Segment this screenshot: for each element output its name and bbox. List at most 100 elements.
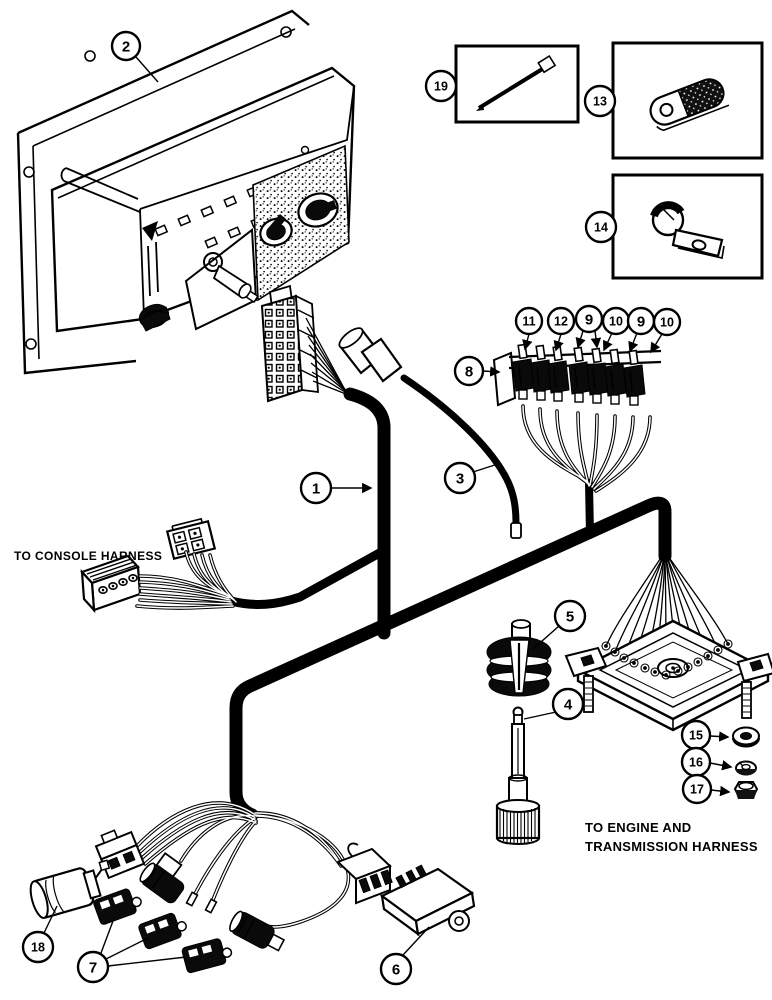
plate-studs: [583, 675, 752, 719]
main-harness: [226, 387, 672, 822]
box-14-clamp: [611, 173, 764, 280]
callout-19: 19: [424, 69, 458, 103]
console-harness-group: TO CONSOLE HARNESS: [14, 517, 238, 614]
tach-cable: [338, 327, 522, 539]
bottom-fan-wires: [135, 801, 351, 929]
callout-15: 15: [680, 719, 730, 751]
p-clamp: [650, 201, 725, 259]
callout-6-label: 6: [392, 962, 400, 979]
callout-10b-label: 10: [660, 316, 674, 330]
callout-8: 8: [453, 355, 501, 387]
fuse-connector-body-1: [93, 888, 142, 925]
bullet-terminal-1: [185, 891, 199, 907]
console-connector-4pin: [80, 554, 142, 614]
boxed-parts: [454, 41, 764, 280]
hardware-washer: [732, 726, 760, 748]
engine-harness-label-line2: TRANSMISSION HARNESS: [585, 839, 758, 854]
panel-bezel: [16, 9, 310, 375]
console-branch-cable: [226, 546, 388, 609]
callout-9a-label: 9: [585, 312, 593, 329]
lamp-strip: [492, 343, 662, 493]
callout-18-label: 18: [31, 941, 45, 955]
box-13-strap: [611, 41, 764, 160]
callout-16-label: 16: [689, 756, 703, 770]
callout-10a-label: 10: [609, 315, 623, 329]
callout-7: 7: [76, 920, 187, 984]
panel-stud-plate: [184, 228, 259, 331]
plate-terminals: [601, 639, 733, 680]
inline-connector-left: [139, 851, 185, 904]
callout-13: 13: [583, 84, 617, 118]
two-slot-connector: [94, 829, 146, 880]
console-harness-label: TO CONSOLE HARNESS: [14, 549, 162, 563]
panel-housing: [50, 66, 356, 333]
engine-plate-group: TO ENGINE AND TRANSMISSION HARNESS: [564, 555, 772, 854]
fuse-connector-body-2: [138, 912, 187, 950]
bullet-terminal-2: [204, 898, 218, 914]
callout-12: 12: [546, 306, 576, 352]
main-cable-vertical: [343, 387, 391, 640]
panel-connector: [260, 284, 352, 403]
relay-module: [379, 864, 476, 937]
callout-14-label: 14: [594, 221, 608, 235]
callout-5: 5: [532, 599, 587, 650]
hardware-lockwasher: [735, 760, 757, 776]
callout-4: 4: [523, 687, 585, 721]
callout-18: 18: [21, 905, 58, 964]
engine-harness-label-line1: TO ENGINE AND: [585, 820, 691, 835]
callout-9a: 9: [574, 304, 604, 349]
fuse-connector-body-3: [181, 938, 233, 974]
lamp-sockets: [512, 343, 646, 406]
instrument-panel: [16, 9, 356, 375]
capacitor: [29, 859, 111, 919]
callout-13-label: 13: [593, 95, 607, 109]
panel-arrow-mark: [142, 221, 158, 241]
callout-2-leader: [135, 56, 159, 83]
engine-plate: [564, 619, 772, 732]
callout-10a: 10: [601, 306, 631, 352]
lamp-wires: [521, 404, 652, 493]
temperature-probe: [495, 706, 541, 845]
callout-17-label: 17: [690, 783, 704, 797]
console-wires: [135, 550, 238, 610]
callout-4-label: 4: [564, 697, 573, 714]
box-19-cable-tie: [454, 44, 580, 124]
callout-12-label: 12: [554, 315, 568, 329]
three-slot-connector: [336, 842, 393, 905]
callout-11-label: 11: [522, 315, 535, 329]
callout-19-label: 19: [434, 80, 448, 94]
inline-connector-right: [229, 910, 286, 952]
callout-17: 17: [681, 773, 731, 805]
hardware-nut: [733, 781, 759, 799]
callout-8-label: 8: [465, 364, 473, 381]
lamp-bundle-cable: [585, 479, 594, 539]
callout-3: 3: [443, 461, 502, 495]
callouts: 2 19 13 14 11 12 9: [21, 30, 733, 986]
callout-2: 2: [110, 30, 142, 62]
callout-9b: 9: [626, 306, 656, 353]
callout-6: 6: [379, 926, 430, 986]
panel-knob-left: [259, 214, 293, 247]
callout-16: 16: [680, 746, 733, 778]
panel-stippled-area: [252, 144, 350, 302]
bottom-branch: [29, 801, 476, 974]
callout-1: 1: [299, 471, 373, 505]
callout-15-label: 15: [689, 729, 703, 743]
panel-wing-knob: [138, 303, 171, 332]
callout-11: 11: [514, 306, 544, 351]
console-connector-2x2: [165, 517, 217, 560]
callout-1-label: 1: [312, 481, 320, 498]
panel-connector-wires: [305, 317, 352, 397]
callout-10b: 10: [650, 307, 682, 354]
callout-7-label: 7: [89, 960, 97, 977]
callout-9b-label: 9: [637, 314, 645, 331]
panel-knob-right: [297, 192, 339, 228]
grommet: [486, 619, 552, 697]
callout-14: 14: [584, 210, 618, 244]
callout-3-label: 3: [456, 471, 464, 488]
main-cable-diagonal: [229, 496, 672, 822]
callout-5-label: 5: [566, 609, 574, 626]
callout-2-label: 2: [122, 39, 130, 56]
